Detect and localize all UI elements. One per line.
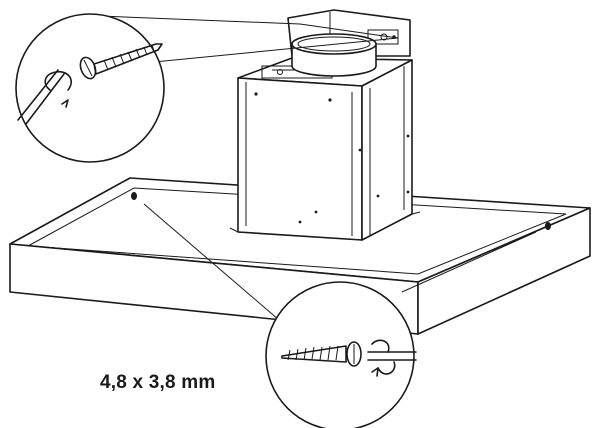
screwdriver-fastening-screw-icon	[17, 43, 163, 125]
leader-lines-bottom	[143, 203, 537, 327]
leader-lines-top	[99, 15, 399, 63]
screw-hole-right	[545, 222, 551, 230]
screw-size-label: 4,8 x 3,8 mm	[100, 372, 216, 393]
motor-housing	[229, 57, 421, 241]
detail-circle-bottom	[265, 281, 417, 428]
screw-hole-left	[131, 192, 137, 200]
detail-circle-top	[15, 13, 165, 163]
duct-connector	[287, 9, 411, 77]
screwdriver-fastening-screw-icon	[281, 339, 417, 377]
